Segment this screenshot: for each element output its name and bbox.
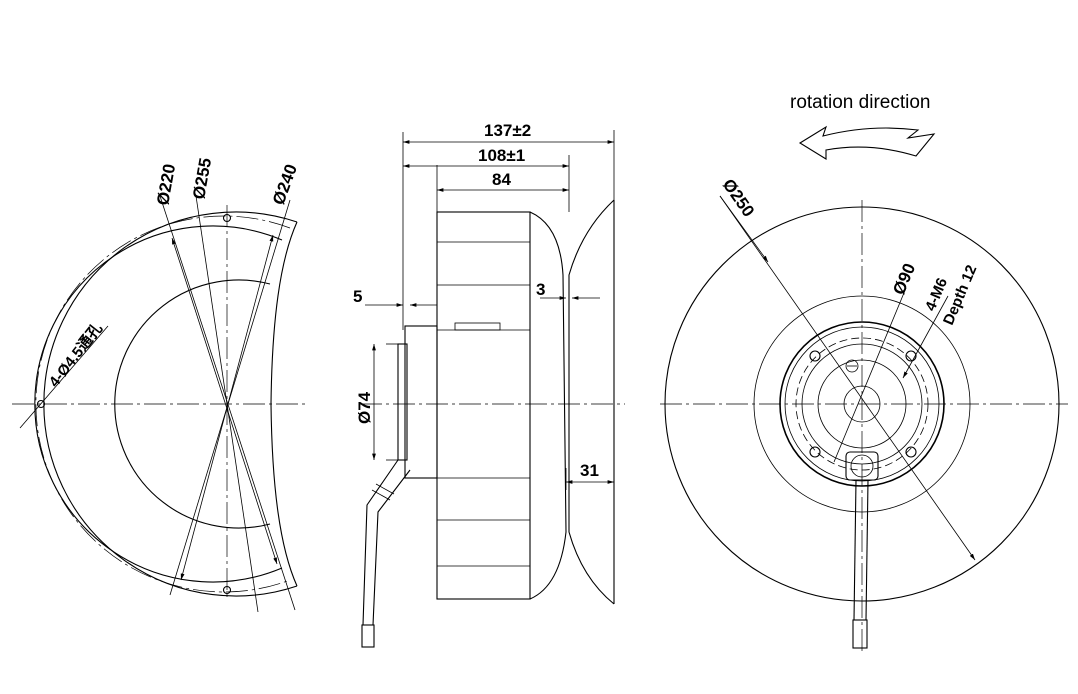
cable-gland-ring bbox=[850, 454, 874, 478]
label-holes: 4-Ø4.5通孔 bbox=[46, 320, 106, 390]
leader-d90 bbox=[833, 287, 907, 463]
bolt-hole-bl bbox=[809, 446, 821, 458]
front-cable-right bbox=[865, 479, 869, 621]
label-d220: Ø220 bbox=[153, 162, 179, 206]
inlet-circle bbox=[753, 295, 971, 513]
hub-circle bbox=[817, 359, 907, 449]
leader-d250-start bbox=[719, 195, 769, 263]
motor-housing bbox=[404, 325, 438, 479]
motor-front-plate bbox=[397, 343, 408, 461]
leader-d250 bbox=[719, 195, 976, 561]
label-d137: 137±2 bbox=[484, 121, 531, 140]
front-cable-left bbox=[853, 479, 857, 621]
bolt-hole-tl bbox=[809, 350, 821, 362]
label-d31: 31 bbox=[580, 461, 599, 480]
label-d90: Ø90 bbox=[889, 261, 919, 298]
outer-ring-arc bbox=[43, 211, 298, 597]
impeller-body bbox=[436, 211, 531, 600]
cable-connector bbox=[361, 624, 375, 648]
label-d5: 5 bbox=[353, 287, 362, 306]
ground-symbol-icon bbox=[845, 359, 859, 373]
leader-d220 bbox=[159, 195, 296, 611]
mount-hole-left bbox=[36, 399, 46, 409]
bolt-hole-tr bbox=[905, 350, 917, 362]
mount-hole-top bbox=[222, 213, 232, 223]
bolt-pattern-circle bbox=[795, 337, 929, 471]
leader-m6 bbox=[902, 295, 949, 379]
label-d74: Ø74 bbox=[355, 391, 374, 424]
ring-240-arc bbox=[34, 225, 283, 583]
outer-circle-250 bbox=[664, 206, 1060, 602]
motor-plate-outer bbox=[779, 321, 945, 487]
front-cable-connector bbox=[852, 619, 868, 649]
hub-clip bbox=[454, 322, 501, 331]
motor-plate-inner bbox=[784, 326, 940, 482]
bolt-hole-br bbox=[905, 446, 917, 458]
label-d240: Ø240 bbox=[269, 162, 301, 208]
shaft-circle bbox=[843, 385, 881, 423]
bolt-circle-arc bbox=[35, 215, 291, 593]
dim-arrow-220 bbox=[171, 237, 278, 565]
rotor-circle bbox=[801, 343, 923, 465]
rotation-arrow-icon bbox=[798, 125, 936, 160]
leader-holes bbox=[19, 325, 109, 429]
inlet-ring bbox=[568, 199, 615, 605]
label-d255: Ø255 bbox=[189, 156, 215, 200]
label-depth: Depth 12 bbox=[940, 263, 980, 328]
mount-hole-bottom bbox=[222, 585, 232, 595]
cable-inner bbox=[372, 469, 411, 626]
label-d108: 108±1 bbox=[478, 146, 525, 165]
cable-grommet-1 bbox=[371, 489, 391, 501]
cable-gland bbox=[845, 451, 879, 481]
label-d250: Ø250 bbox=[719, 175, 758, 220]
inlet-curve bbox=[529, 211, 567, 600]
rotation-direction-label: rotation direction bbox=[790, 92, 930, 113]
cable-grommet-2 bbox=[375, 483, 395, 495]
label-d3: 3 bbox=[536, 280, 545, 299]
left-view: Ø220 Ø255 Ø240 4-Ø4.5通孔 bbox=[12, 156, 305, 613]
label-d84: 84 bbox=[492, 170, 511, 189]
front-view: Ø250 Ø90 4-M6 Depth 12 rotation directio… bbox=[660, 92, 1068, 655]
side-view: 137±2 108±1 84 Ø74 5 3 31 bbox=[353, 121, 625, 648]
cable-outer bbox=[362, 459, 399, 626]
